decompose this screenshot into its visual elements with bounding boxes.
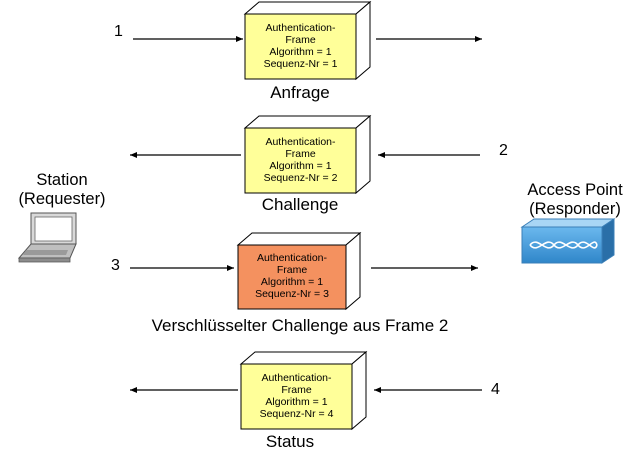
- frame-text-2: Authentication- Frame Algorithm = 1 Sequ…: [245, 136, 356, 184]
- access-point-role: (Responder): [529, 200, 621, 218]
- step-number-3: 3: [111, 257, 120, 274]
- frame-text-1: Authentication- Frame Algorithm = 1 Sequ…: [245, 22, 356, 70]
- frame-2-line-3: Algorithm = 1: [269, 160, 332, 172]
- caption-frame-2: Challenge: [261, 195, 339, 214]
- access-point-name: Access Point: [527, 181, 623, 199]
- frame-1-line-3: Algorithm = 1: [269, 46, 332, 58]
- frame-box-4: [239, 350, 368, 431]
- frame-1-line-2: Frame: [285, 34, 316, 46]
- frame-text-4: Authentication- Frame Algorithm = 1 Sequ…: [241, 372, 352, 420]
- frame-4-line-1: Authentication-: [261, 372, 332, 384]
- frame-4-line-4: Sequenz-Nr = 4: [259, 408, 334, 420]
- frame-4-line-2: Frame: [281, 384, 312, 396]
- frame-3-line-2: Frame: [276, 264, 308, 276]
- frame-4-line-3: Algorithm = 1: [265, 396, 328, 408]
- step-number-2: 2: [499, 142, 508, 159]
- step-number-1: 1: [114, 23, 123, 40]
- frame-3-line-1: Authentication-: [256, 252, 328, 264]
- frame-3-line-3: Algorithm = 1: [260, 276, 324, 288]
- frame-2-line-4: Sequenz-Nr = 2: [263, 172, 338, 184]
- frame-2-line-2: Frame: [285, 148, 316, 160]
- caption-frame-3: Verschlüsselter Challenge aus Frame 2: [151, 316, 449, 335]
- frame-3-line-4: Sequenz-Nr = 3: [255, 288, 329, 300]
- station-label: Station (Requester): [6, 171, 118, 209]
- access-point-icon: [520, 218, 616, 264]
- frame-2-line-1: Authentication-: [265, 136, 336, 148]
- frame-box-1: [243, 0, 372, 81]
- step-number-4: 4: [491, 381, 500, 398]
- frame-1-line-1: Authentication-: [265, 22, 336, 34]
- frame-text-3: Authentication- Frame Algorithm = 1 Sequ…: [238, 252, 346, 300]
- access-point-label: Access Point (Responder): [513, 181, 637, 219]
- frame-box-3: [236, 231, 362, 311]
- station-name: Station: [36, 171, 88, 189]
- station-role: (Requester): [18, 190, 106, 208]
- caption-frame-4: Status: [265, 432, 315, 451]
- caption-frame-1: Anfrage: [270, 83, 330, 102]
- frame-box-2: [243, 114, 372, 195]
- laptop-icon: [17, 212, 77, 263]
- frame-1-line-4: Sequenz-Nr = 1: [263, 58, 338, 70]
